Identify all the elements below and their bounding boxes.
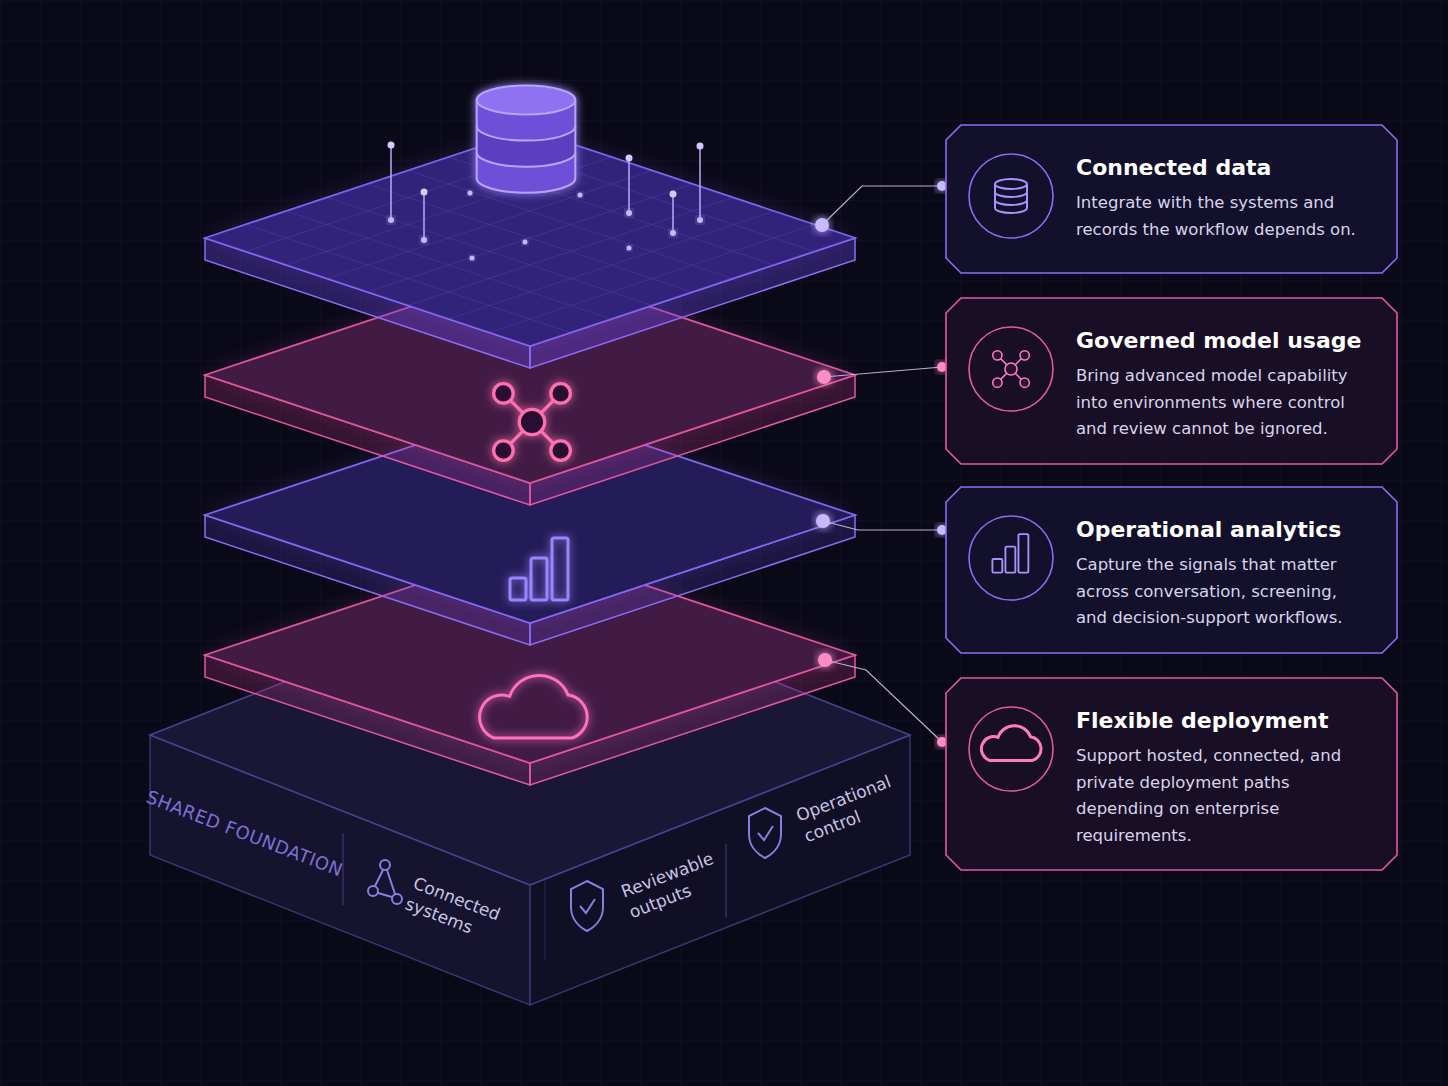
card-heading: Operational analytics (1076, 516, 1372, 544)
leader-line (822, 186, 942, 225)
feature-card: Operational analyticsCapture the signals… (945, 486, 1398, 654)
card-heading: Governed model usage (1076, 327, 1372, 355)
card-heading: Flexible deployment (1076, 707, 1372, 735)
foundation-label: Operational control (793, 774, 893, 847)
foundation-label: Connected systems (402, 872, 506, 947)
card-body: Support hosted, connected, and private d… (1076, 743, 1372, 849)
stack-layer (205, 547, 855, 785)
foundation-label: Reviewable outputs (618, 846, 727, 923)
card-body: Integrate with the systems and records t… (1076, 190, 1372, 243)
leader-dot (817, 370, 831, 384)
feature-card: Flexible deploymentSupport hosted, conne… (945, 677, 1398, 871)
feature-card: Connected dataIntegrate with the systems… (945, 124, 1398, 274)
leader-dot (815, 218, 829, 232)
card-heading: Connected data (1076, 154, 1372, 182)
stack-layer (205, 86, 855, 369)
foundation-title: SHARED FOUNDATION (143, 786, 346, 881)
leader-line (824, 367, 942, 377)
leader-line (823, 521, 942, 530)
leader-dot (818, 653, 832, 667)
leader-dot (816, 514, 830, 528)
card-body: Capture the signals that matter across c… (1076, 552, 1372, 632)
feature-card: Governed model usageBring advanced model… (945, 297, 1398, 465)
card-body: Bring advanced model capability into env… (1076, 363, 1372, 443)
leader-line (825, 660, 942, 742)
